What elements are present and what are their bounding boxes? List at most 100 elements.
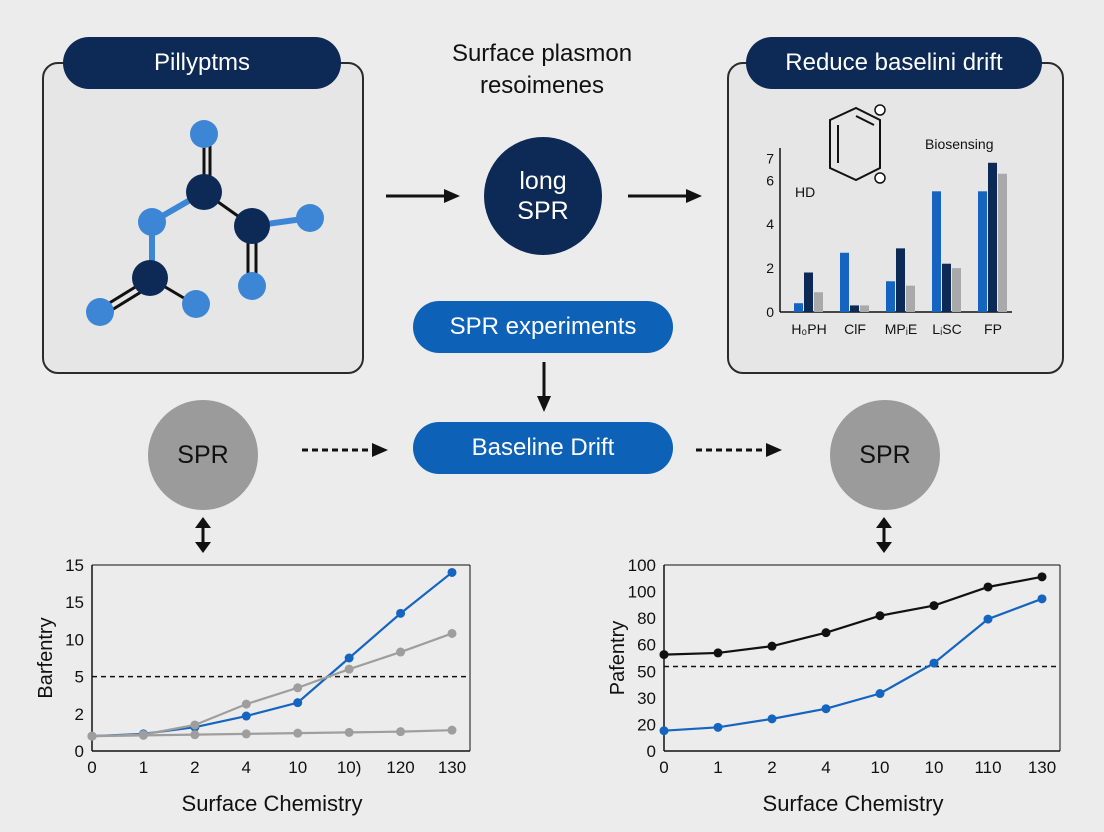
molecule-diagram: [86, 120, 324, 326]
y-tick-label: 6: [766, 172, 774, 188]
y-tick-label: 20: [637, 715, 656, 734]
data-point: [1037, 594, 1047, 604]
hd-label: HD: [795, 184, 816, 200]
x-tick-label: FP: [984, 321, 1002, 337]
series-line: [91, 632, 453, 738]
series-line: [663, 597, 1043, 732]
y-tick-label: 15: [65, 556, 84, 575]
data-point: [396, 647, 406, 657]
hexagon-icon: [829, 104, 886, 184]
x-tick-label: MPᵢE: [885, 321, 918, 337]
y-tick-label: 5: [75, 668, 84, 687]
series-line: [91, 729, 453, 738]
long-spr-line2: SPR: [517, 197, 569, 225]
x-tick-label: 130: [438, 758, 466, 777]
y-tick-label: 60: [637, 636, 656, 655]
data-point: [396, 727, 406, 737]
data-point: [1037, 572, 1047, 582]
bar: [998, 173, 1007, 312]
data-point: [767, 714, 777, 724]
dashed-arrow-right-icon: [302, 443, 388, 457]
data-point: [875, 611, 885, 621]
x-tick-label: 2: [767, 758, 776, 777]
data-point: [929, 658, 939, 668]
molecule-panel-title: Pillyptms: [63, 37, 341, 89]
y-tick-label: 15: [65, 593, 84, 612]
data-point: [241, 711, 251, 721]
data-point: [293, 698, 303, 708]
data-point: [659, 726, 669, 736]
x-tick-label: 110: [974, 758, 1001, 777]
arrow-right-icon: [386, 189, 460, 203]
x-tick-label: 120: [386, 758, 414, 777]
spr-node-right: SPR: [830, 400, 940, 510]
surface-plasmon-line1: Surface plasmon: [451, 40, 633, 67]
series-line: [663, 575, 1043, 656]
y-tick-label: 2: [766, 260, 774, 276]
data-point: [447, 628, 457, 638]
y-tick-label: 100: [628, 556, 656, 575]
data-point: [767, 641, 777, 651]
data-point: [87, 731, 97, 741]
y-tick-label: 80: [637, 609, 656, 628]
bar: [952, 268, 961, 312]
y-axis-title: Barfentry: [35, 617, 57, 698]
data-point: [344, 664, 354, 674]
data-point: [821, 628, 831, 638]
bar: [942, 263, 951, 312]
y-tick-label: 0: [766, 304, 774, 320]
double-arrow-icon: [876, 517, 892, 553]
y-tick-label: 7: [766, 150, 774, 166]
y-axis-title: Pafentry: [607, 621, 629, 695]
x-tick-label: LᵢSC: [932, 321, 961, 337]
x-tick-label: 1: [139, 758, 148, 777]
x-tick-label: H₀PH: [791, 321, 826, 337]
x-tick-label: 1: [713, 758, 722, 777]
bar: [804, 272, 813, 312]
data-point: [821, 704, 831, 714]
data-point: [344, 653, 354, 663]
arrow-right-icon: [628, 189, 702, 203]
x-tick-label: 0: [659, 758, 668, 777]
bar: [850, 305, 859, 312]
x-tick-label: 10: [871, 758, 890, 777]
y-tick-label: 0: [647, 742, 656, 761]
double-arrow-icon: [195, 517, 211, 553]
long-spr-line1: long: [519, 167, 567, 195]
y-tick-label: 50: [637, 662, 656, 681]
data-point: [713, 722, 723, 732]
y-tick-label: 100: [628, 583, 656, 602]
y-tick-label: 0: [75, 742, 84, 761]
x-tick-label: 4: [821, 758, 830, 777]
x-tick-label: 4: [242, 758, 251, 777]
surface-plasmon-line2: resoimenes: [479, 72, 605, 99]
x-tick-label: 2: [190, 758, 199, 777]
spr-node-left: SPR: [148, 400, 258, 510]
dashed-arrow-right-icon: [696, 443, 782, 457]
bar: [860, 305, 869, 312]
y-tick-label: 2: [75, 705, 84, 724]
baseline-drift-label: Baseline Drift: [413, 422, 673, 474]
data-point: [241, 699, 251, 709]
data-point: [929, 601, 939, 611]
x-tick-label: 10: [288, 758, 307, 777]
bar: [886, 281, 895, 312]
bar: [988, 162, 997, 312]
data-point: [447, 725, 457, 735]
x-axis-title: Surface Chemistry: [763, 791, 944, 816]
x-tick-label: ClF: [844, 321, 866, 337]
data-point: [293, 683, 303, 693]
data-point: [447, 567, 457, 577]
y-tick-label: 30: [637, 689, 656, 708]
data-point: [293, 728, 303, 738]
bar: [840, 252, 849, 312]
data-point: [190, 730, 200, 740]
bar-chart-panel: [727, 62, 1064, 374]
biosensing-label: Biosensing: [925, 136, 994, 152]
data-point: [241, 729, 251, 739]
x-axis-title: Surface Chemistry: [182, 791, 363, 816]
x-tick-label: 10: [925, 758, 944, 777]
